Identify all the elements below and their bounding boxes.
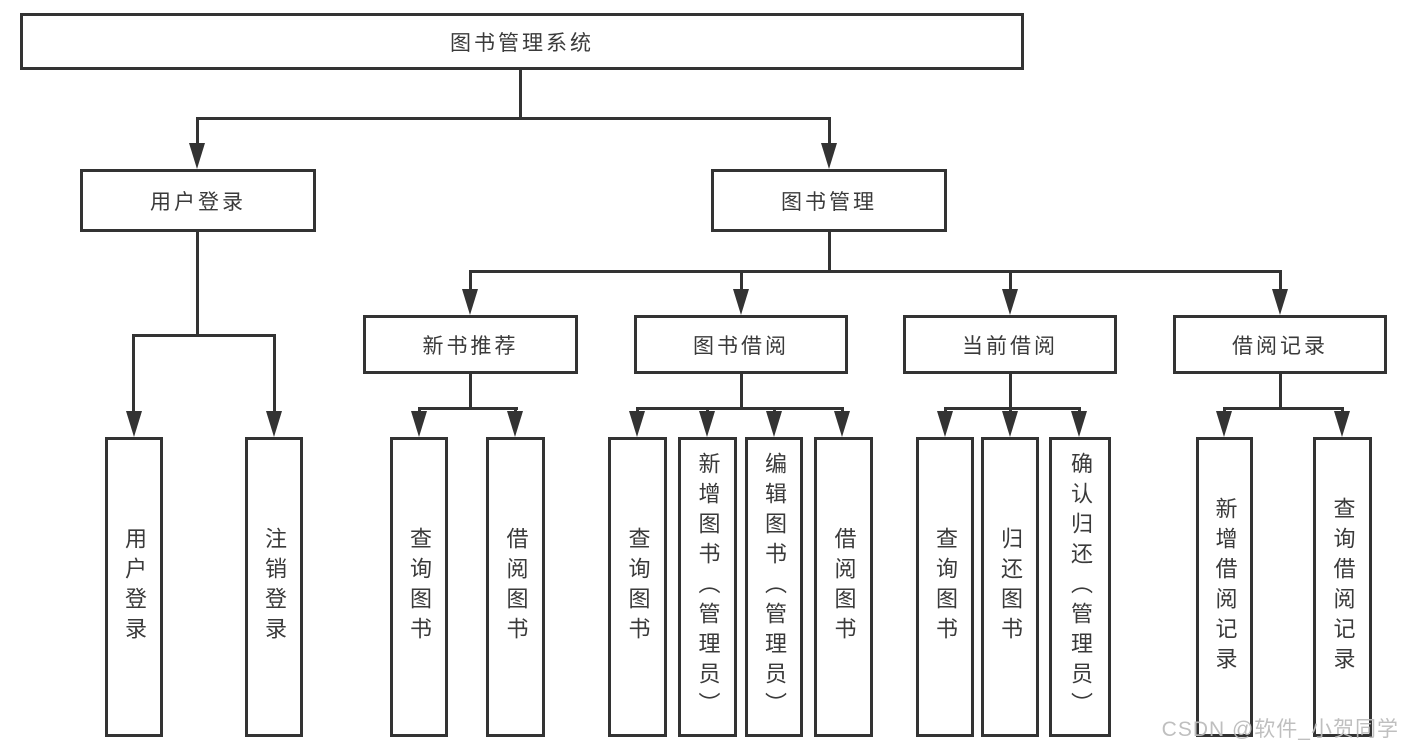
leaf-query-books-current: 查询图书 — [916, 437, 974, 737]
leaf-edit-book-admin: 编辑图书（管理员） — [745, 437, 803, 737]
arrowhead-icon — [1002, 289, 1018, 315]
connector-line — [1009, 374, 1012, 410]
node-user-login: 用户登录 — [80, 169, 316, 232]
arrowhead-icon — [1216, 411, 1232, 437]
node-label: 当前借阅 — [962, 334, 1058, 358]
node-label: 注销登录 — [262, 527, 287, 647]
arrowhead-icon — [1334, 411, 1350, 437]
connector-line — [418, 407, 421, 414]
node-label: 用户登录 — [122, 527, 147, 647]
node-current-borrowing: 当前借阅 — [903, 315, 1117, 374]
leaf-logout: 注销登录 — [245, 437, 303, 737]
node-label: 图书管理系统 — [450, 31, 594, 55]
node-label: 图书借阅 — [693, 334, 789, 358]
connector-line — [273, 334, 276, 413]
connector-line — [773, 407, 776, 414]
connector-line — [1341, 407, 1344, 414]
connector-line — [469, 374, 472, 410]
arrowhead-icon — [1002, 411, 1018, 437]
arrowhead-icon — [733, 289, 749, 315]
node-label: 新增借阅记录 — [1212, 497, 1238, 677]
connector-line — [841, 407, 844, 414]
node-label: 查询图书 — [625, 527, 651, 647]
node-label: 借阅图书 — [503, 527, 529, 647]
csdn-watermark: CSDN @软件_小贺同学 — [1161, 718, 1399, 741]
leaf-confirm-return-admin: 确认归还（管理员） — [1049, 437, 1111, 737]
node-label: 借阅图书 — [831, 527, 857, 647]
arrowhead-icon — [937, 411, 953, 437]
connector-line — [706, 407, 709, 414]
connector-line — [944, 407, 1081, 410]
connector-line — [1009, 270, 1012, 291]
arrowhead-icon — [411, 411, 427, 437]
leaf-borrow-books-recommend: 借阅图书 — [486, 437, 545, 737]
connector-line — [1223, 407, 1343, 410]
node-borrow-records: 借阅记录 — [1173, 315, 1387, 374]
connector-line — [196, 117, 199, 146]
connector-line — [1223, 407, 1226, 414]
connector-line — [196, 232, 199, 336]
connector-line — [469, 270, 1281, 273]
node-label: 查询图书 — [407, 527, 432, 647]
connector-line — [514, 407, 517, 414]
arrowhead-icon — [189, 143, 205, 169]
connector-line — [740, 374, 743, 410]
arrowhead-icon — [629, 411, 645, 437]
node-book-management: 图书管理 — [711, 169, 947, 232]
connector-line — [469, 270, 472, 291]
leaf-borrow-books-borrowing: 借阅图书 — [814, 437, 873, 737]
node-label: 新书推荐 — [422, 334, 519, 358]
node-label: 查询图书 — [933, 527, 958, 647]
leaf-add-book-admin: 新增图书（管理员） — [678, 437, 737, 737]
connector-line — [1009, 407, 1012, 414]
connector-line — [944, 407, 947, 414]
node-label: 新增图书（管理员） — [695, 452, 721, 722]
leaf-query-borrow-record: 查询借阅记录 — [1313, 437, 1372, 737]
arrowhead-icon — [266, 411, 282, 437]
connector-line — [636, 407, 639, 414]
node-label: 借阅记录 — [1232, 334, 1328, 358]
connector-line — [636, 407, 844, 410]
connector-line — [132, 334, 276, 337]
arrowhead-icon — [766, 411, 782, 437]
connector-line — [519, 70, 522, 119]
connector-line — [132, 334, 135, 413]
node-new-book-recommend: 新书推荐 — [363, 315, 578, 374]
arrowhead-icon — [699, 411, 715, 437]
connector-line — [828, 117, 831, 146]
arrowhead-icon — [126, 411, 142, 437]
connector-line — [196, 117, 831, 120]
connector-line — [1279, 374, 1282, 410]
arrowhead-icon — [821, 143, 837, 169]
node-label: 用户登录 — [150, 190, 246, 214]
arrowhead-icon — [507, 411, 523, 437]
node-label: 查询借阅记录 — [1330, 497, 1356, 677]
leaf-query-books-recommend: 查询图书 — [390, 437, 448, 737]
leaf-user-login: 用户登录 — [105, 437, 163, 737]
arrowhead-icon — [1272, 289, 1288, 315]
leaf-query-books-borrowing: 查询图书 — [608, 437, 667, 737]
leaf-add-borrow-record: 新增借阅记录 — [1196, 437, 1253, 737]
connector-line — [1279, 270, 1282, 291]
node-label: 确认归还（管理员） — [1068, 452, 1093, 722]
connector-line — [1078, 407, 1081, 414]
node-label: 编辑图书（管理员） — [762, 452, 787, 722]
node-book-borrowing: 图书借阅 — [634, 315, 848, 374]
leaf-return-book: 归还图书 — [981, 437, 1039, 737]
node-label: 图书管理 — [781, 190, 877, 214]
connector-line — [828, 232, 831, 273]
connector-line — [740, 270, 743, 291]
connector-line — [418, 407, 518, 410]
node-label: 归还图书 — [998, 527, 1023, 647]
node-library-management-system: 图书管理系统 — [20, 13, 1024, 70]
arrowhead-icon — [462, 289, 478, 315]
arrowhead-icon — [1071, 411, 1087, 437]
arrowhead-icon — [834, 411, 850, 437]
